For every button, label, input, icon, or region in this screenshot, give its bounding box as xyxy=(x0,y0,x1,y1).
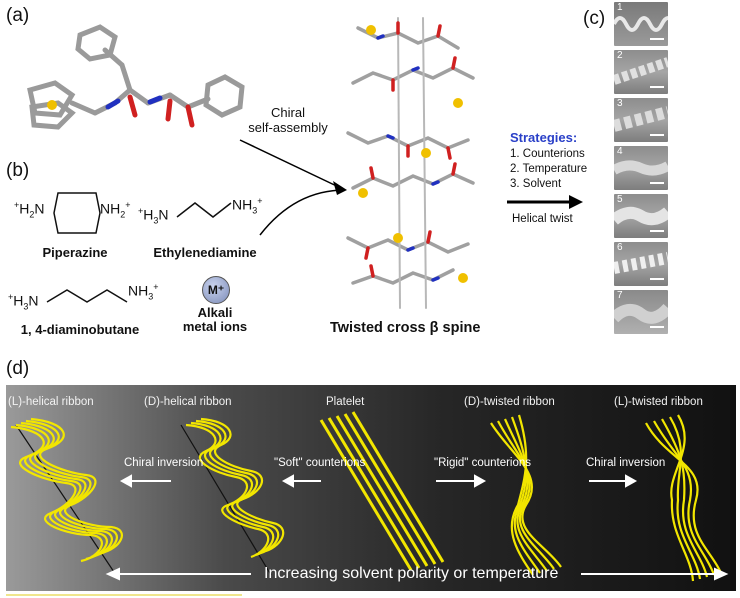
twisted-cross-beta-spine xyxy=(346,17,475,309)
strategy-item-1: 1. Counterions xyxy=(510,148,585,160)
piperazine-label: Piperazine xyxy=(42,245,108,260)
metal-ions-label-line2: metal ions xyxy=(182,319,248,334)
panel-label-d: (d) xyxy=(6,358,30,379)
sem-tile-5: 5 xyxy=(614,194,668,238)
arrow-label-soft-counterions: "Soft" counterions xyxy=(274,457,366,469)
arrow-label-chiral-inversion-right: Chiral inversion xyxy=(586,457,666,469)
ethylenediamine-structure xyxy=(176,202,232,218)
scale-bar xyxy=(650,86,664,88)
sem-tile-1: 1 xyxy=(614,2,668,46)
structure-label-platelet: Platelet xyxy=(326,396,365,408)
scale-bar xyxy=(650,182,664,184)
sem-tile-2: 2 xyxy=(614,50,668,94)
d-twisted-ribbon xyxy=(490,414,562,576)
piperazine-n-right: NH2+ xyxy=(100,200,131,220)
strategy-item-2: 2. Temperature xyxy=(510,163,588,175)
arrow-label-rigid-counterions: "Rigid" counterions xyxy=(434,457,532,469)
arrow-label-chiral-inversion-left: Chiral inversion xyxy=(124,457,204,469)
strategy-item-3: 3. Solvent xyxy=(510,178,562,190)
piperazine-structure xyxy=(53,192,101,234)
diaminobutane-n-right: NH3+ xyxy=(128,282,159,302)
sem-tile-number: 7 xyxy=(617,290,623,301)
ethylenediamine-n-right: NH3+ xyxy=(232,196,263,216)
d-helical-ribbon xyxy=(180,417,285,576)
sem-tile-number: 1 xyxy=(617,2,623,13)
sem-image-column: 1 2 3 4 5 6 7 xyxy=(612,2,670,342)
ethylenediamine-label: Ethylenediamine xyxy=(153,245,257,260)
diaminobutane-n-left: +H3N xyxy=(8,292,39,312)
self-assembly-label-line2: self-assembly xyxy=(248,120,328,135)
panel-label-b: (b) xyxy=(6,160,30,181)
sem-tile-3: 3 xyxy=(614,98,668,142)
sem-tile-number: 2 xyxy=(617,50,623,61)
self-assembly-label: Chiral self-assembly xyxy=(248,105,328,135)
sem-tile-number: 4 xyxy=(617,146,623,157)
metal-ions-label-line1: Alkali xyxy=(197,305,233,320)
platelet xyxy=(319,411,445,571)
sem-tile-number: 5 xyxy=(617,194,623,205)
l-twisted-ribbon xyxy=(645,414,723,582)
helical-twist-label: Helical twist xyxy=(512,213,573,225)
structure-label-d-twisted: (D)-twisted ribbon xyxy=(464,396,555,408)
bottom-axis-label: Increasing solvent polarity or temperatu… xyxy=(264,565,559,582)
sem-tile-number: 6 xyxy=(617,242,623,253)
peptide-molecule-model xyxy=(27,24,245,130)
helical-twist-arrow xyxy=(507,195,583,209)
strategies-title: Strategies: xyxy=(510,130,578,145)
spine-label: Twisted cross β spine xyxy=(330,320,481,336)
scale-bar xyxy=(650,134,664,136)
metal-ions-label: Alkali metal ions xyxy=(175,306,255,334)
diaminobutane-structure xyxy=(46,289,128,303)
l-helical-ribbon xyxy=(10,417,123,576)
panel-label-c: (c) xyxy=(583,8,606,29)
ethylenediamine-n-left: +H3N xyxy=(138,206,169,226)
self-assembly-label-line1: Chiral xyxy=(271,105,305,120)
metal-ion-icon: M⁺ xyxy=(202,276,230,304)
scale-bar xyxy=(650,38,664,40)
scale-bar xyxy=(650,278,664,280)
scale-bar xyxy=(650,326,664,328)
footer-divider xyxy=(6,594,242,596)
sem-tile-4: 4 xyxy=(614,146,668,190)
sem-tile-6: 6 xyxy=(614,242,668,286)
ribbon-drawings xyxy=(10,411,729,582)
morphology-panel: (L)-helical ribbon (D)-helical ribbon Pl… xyxy=(6,385,736,591)
assembly-arrows xyxy=(239,139,347,236)
structure-label-d-helical: (D)-helical ribbon xyxy=(144,396,232,408)
sem-tile-7: 7 xyxy=(614,290,668,334)
scale-bar xyxy=(650,230,664,232)
structure-label-l-helical: (L)-helical ribbon xyxy=(8,396,94,408)
sem-tile-number: 3 xyxy=(617,98,623,109)
panel-label-a: (a) xyxy=(6,5,30,26)
metal-ion-symbol: M⁺ xyxy=(207,283,225,297)
diaminobutane-label: 1, 4-diaminobutane xyxy=(20,322,140,337)
piperazine-n-left: +H2N xyxy=(14,200,45,220)
structure-label-l-twisted: (L)-twisted ribbon xyxy=(614,396,703,408)
